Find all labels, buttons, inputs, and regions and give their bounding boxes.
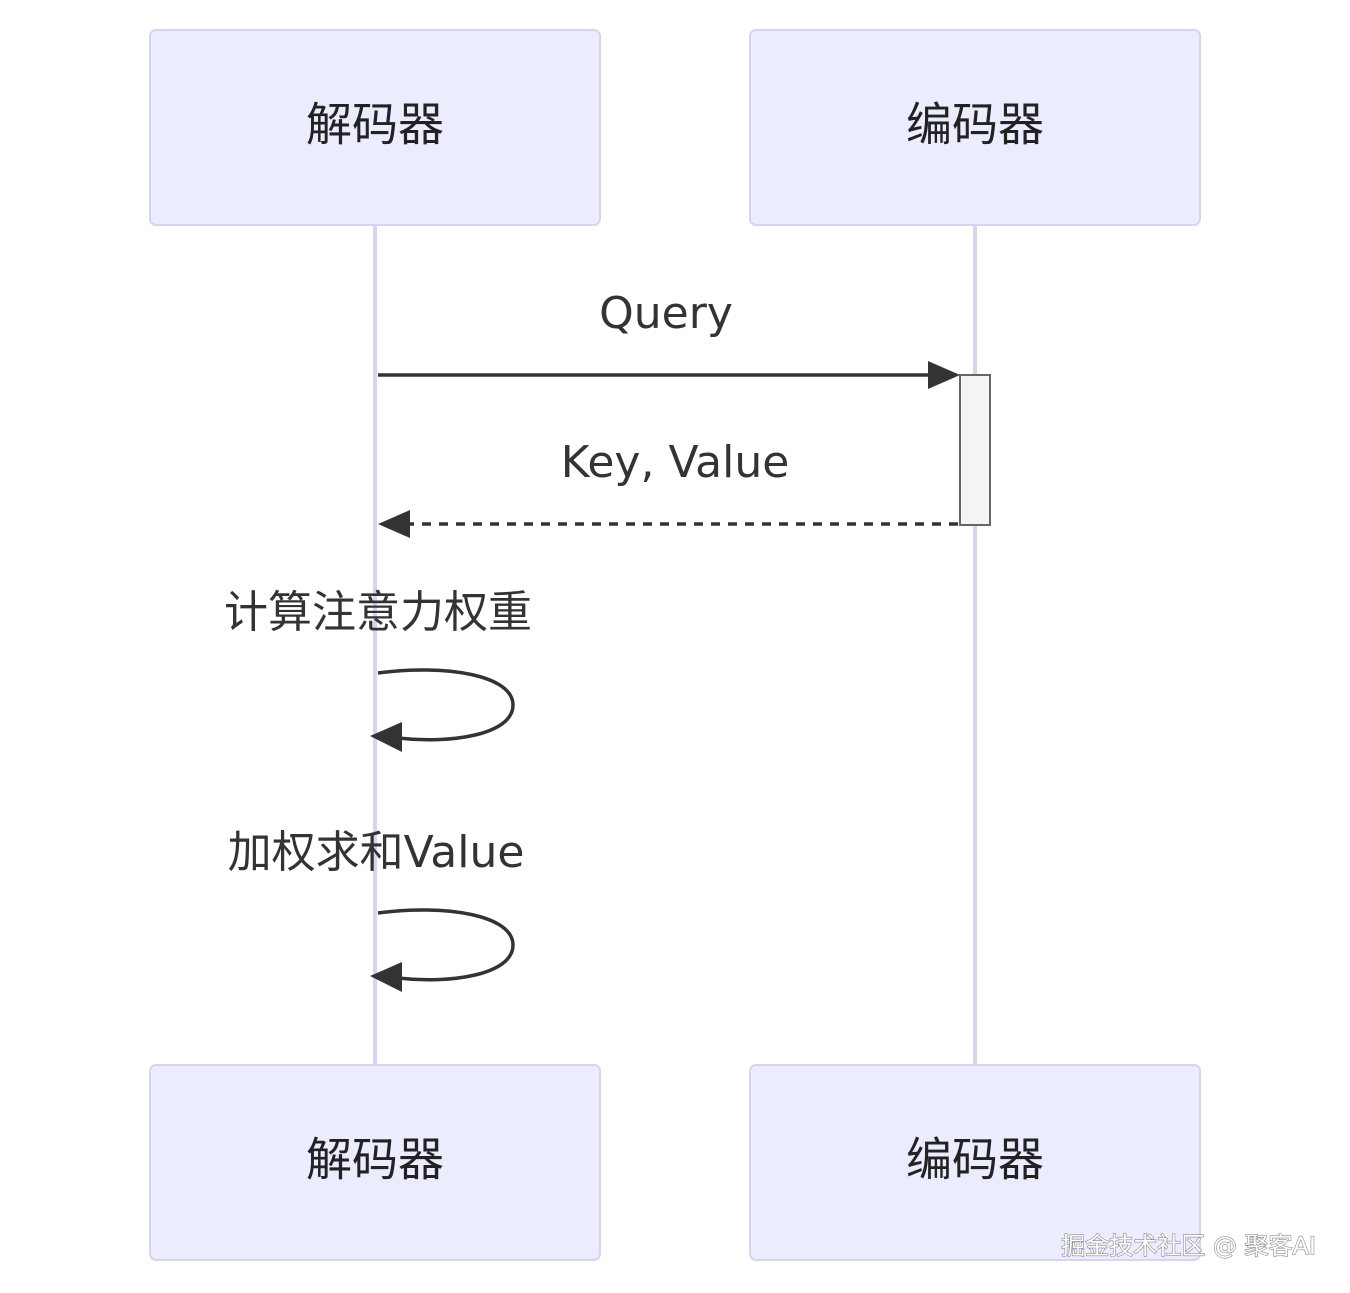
message-weighted-sum-label: 加权求和Value [228,827,525,878]
message-compute-weights: 计算注意力权重 [224,587,532,752]
message-weighted-sum-loop [377,908,515,982]
watermark: 掘金技术社区 @ 聚客AI [1061,1232,1316,1260]
message-query-arrowhead [928,361,960,389]
message-query-label: Query [599,288,733,339]
message-weighted-sum: 加权求和Value [228,827,525,992]
encoder-actor-top-label: 编码器 [906,98,1044,152]
message-compute-weights-label: 计算注意力权重 [224,587,532,638]
message-compute-weights-loop [377,668,515,742]
message-key-value: Key, Value [378,437,958,538]
message-key-value-label: Key, Value [561,437,790,488]
encoder-actor-bottom-label: 编码器 [906,1133,1044,1187]
decoder-actor-top-label: 解码器 [306,98,444,152]
message-key-value-arrowhead [378,510,410,538]
encoder-actor-bottom: 编码器 [749,1064,1201,1261]
encoder-activation [959,374,991,526]
message-weighted-sum-arrowhead [370,962,402,992]
encoder-actor-top: 编码器 [749,29,1201,226]
decoder-actor-bottom: 解码器 [149,1064,601,1261]
decoder-actor-top: 解码器 [149,29,601,226]
message-compute-weights-arrowhead [370,722,402,752]
message-query: Query [378,288,960,389]
decoder-actor-bottom-label: 解码器 [306,1133,444,1187]
